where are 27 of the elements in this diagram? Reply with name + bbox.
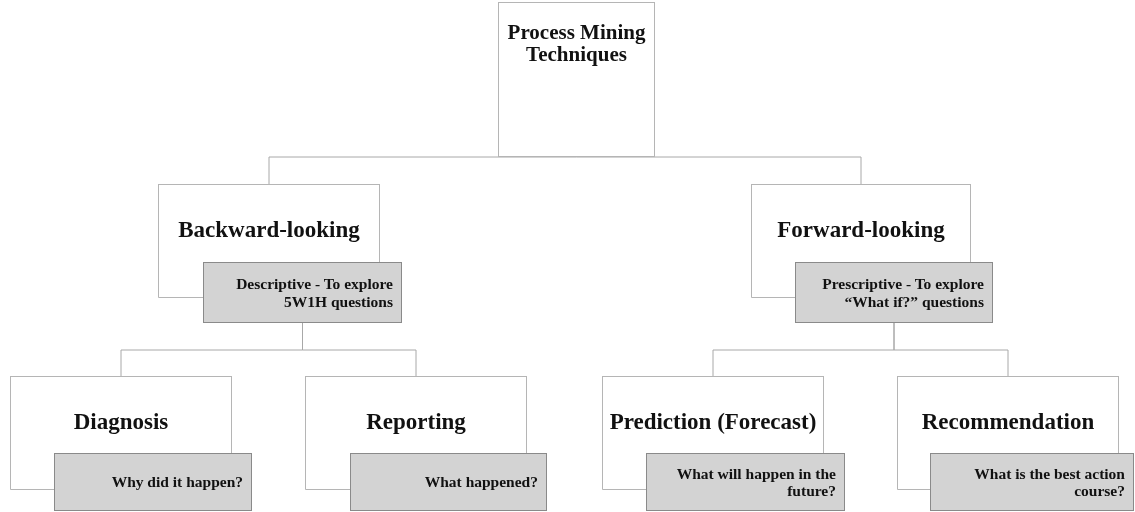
category-box	[897, 376, 1119, 453]
question-text: What will happen in the future?	[675, 464, 836, 500]
question-box	[350, 453, 547, 511]
question-text: Descriptive - To explore 5W1H questions	[235, 275, 393, 310]
category-title: Recommendation	[920, 409, 1096, 435]
category-box	[305, 376, 527, 453]
question-box	[930, 453, 1134, 511]
question-box	[795, 262, 993, 323]
category-title: Forward-looking	[776, 218, 946, 243]
category-title: Process Mining Techniques	[506, 21, 647, 66]
question-text: Prescriptive - To explore “What if?” questions	[821, 275, 984, 310]
question-text: Why did it happen?	[111, 473, 243, 491]
question-box	[54, 453, 252, 511]
category-title: Diagnosis	[72, 409, 170, 435]
category-box	[602, 376, 824, 453]
category-box	[751, 184, 971, 262]
category-title: Prediction (Forecast)	[608, 409, 818, 435]
category-title: Backward-looking	[177, 218, 361, 243]
question-text: What is the best action course?	[973, 464, 1125, 500]
connector-line	[893, 322, 1009, 377]
category-title: Reporting	[365, 409, 467, 435]
question-box	[203, 262, 402, 323]
question-box	[646, 453, 845, 511]
category-box	[158, 184, 380, 262]
category-box	[498, 2, 655, 157]
question-text: What happened?	[424, 473, 538, 491]
category-box	[10, 376, 232, 453]
